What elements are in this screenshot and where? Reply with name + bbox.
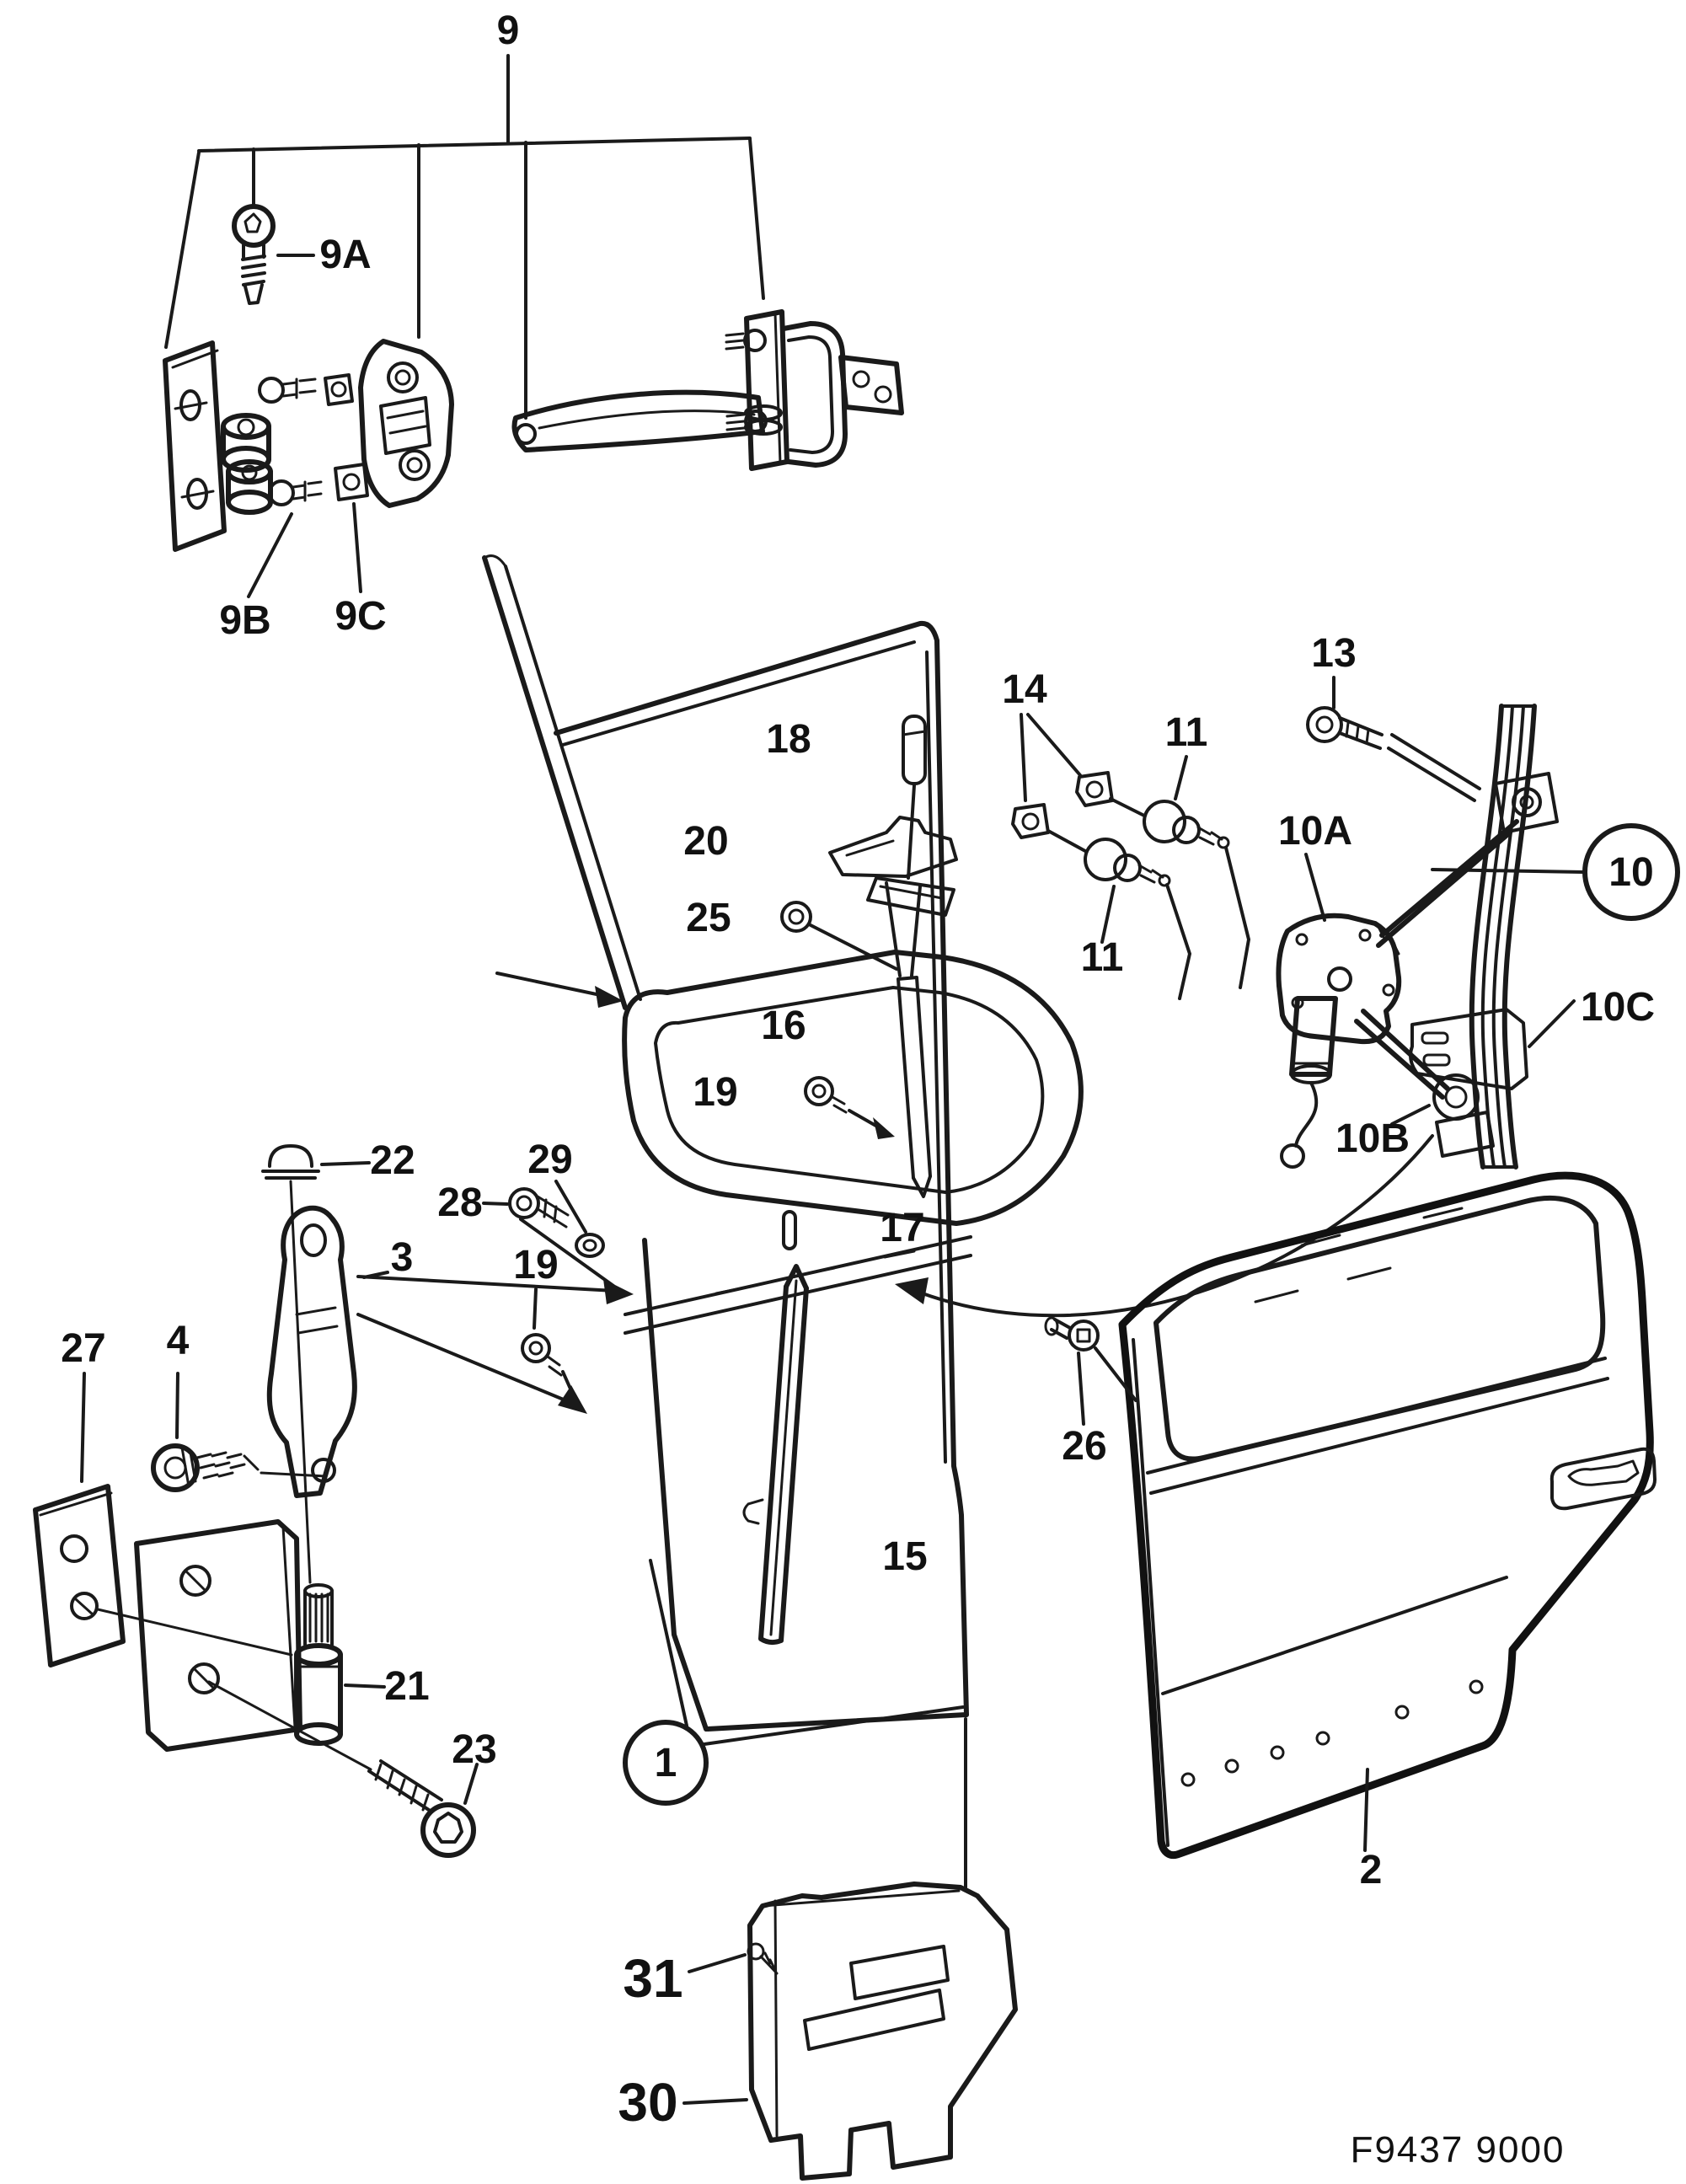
callout-9: 9: [497, 8, 520, 53]
callout-19-window: 19: [693, 1070, 737, 1115]
callout-28: 28: [437, 1180, 482, 1225]
shim-plate-27: [33, 1372, 293, 1667]
screw-19-door: [521, 1287, 563, 1377]
install-arrow-front-pillar: [495, 972, 624, 1008]
upper-hinge-pin-barrels: [221, 413, 273, 515]
callout-2: 2: [1360, 1848, 1383, 1892]
callout-31: 31: [623, 1948, 682, 2009]
callout-11-upper: 11: [1165, 710, 1208, 755]
torx-bolt-9a: [232, 204, 315, 305]
callout-9C: 9C: [335, 594, 386, 639]
glass-clip-20: [828, 816, 958, 977]
lock-module-30: [682, 1882, 1018, 2181]
division-bar-16: [897, 976, 932, 1198]
window-frame: [622, 950, 1084, 1226]
callout-3: 3: [391, 1235, 414, 1280]
window-regulator: [895, 676, 1585, 1318]
callout-27: 27: [61, 1326, 105, 1371]
door-outer-panel: [1118, 1171, 1657, 1860]
torx-screw-23: [207, 1680, 479, 1858]
callout-balloon-10: [1582, 823, 1680, 921]
bolt-28-washer-29: [482, 1180, 605, 1258]
callout-21: 21: [384, 1664, 429, 1709]
glass-run-channel-15: [742, 1264, 809, 1646]
lower-door-hinge-21: [134, 1519, 386, 1752]
screw-31: [688, 1942, 779, 1975]
install-arrows-hinge: [356, 1218, 634, 1414]
callout-17: 17: [880, 1206, 924, 1250]
callout-29: 29: [527, 1138, 572, 1182]
callout-14: 14: [1002, 667, 1047, 712]
inner-door-shell: [482, 554, 969, 1732]
callout-26: 26: [1062, 1424, 1106, 1469]
grommet-25: [780, 901, 898, 971]
callout-18: 18: [766, 717, 811, 762]
callout-10A: 10A: [1278, 809, 1352, 854]
callout-22: 22: [370, 1138, 415, 1183]
bolt-26: [1044, 1316, 1137, 1426]
callout-balloon-1: [623, 1720, 709, 1806]
upper-hinge-plate: [163, 340, 227, 552]
screw-19-window: [804, 1076, 895, 1139]
cap-22: [261, 1144, 371, 1584]
callout-30: 30: [618, 2072, 677, 2133]
callout-9A: 9A: [319, 233, 371, 277]
locating-pin-18: [902, 715, 927, 880]
drawing-number: F9437 9000: [1351, 2129, 1566, 2171]
stud-bolts-11: [1046, 755, 1251, 1000]
callout-1-leaders: [649, 1559, 967, 1889]
socket-bolt-4: [151, 1372, 327, 1492]
callout-10B: 10B: [1335, 1116, 1410, 1161]
callout-15: 15: [882, 1534, 927, 1579]
door-striker-plate: [358, 339, 454, 508]
screw-and-nut-9b-9c: [247, 373, 369, 598]
callout-4: 4: [167, 1319, 190, 1363]
check-strap-bracket: [725, 309, 904, 471]
callout-9B: 9B: [219, 598, 270, 643]
callout-10: 10: [1608, 850, 1653, 895]
callout-9-bracket-lines: [164, 54, 765, 420]
callout-16: 16: [761, 1004, 806, 1048]
callout-20: 20: [683, 819, 728, 864]
pin-17: [782, 1210, 797, 1250]
callout-11-lower: 11: [1081, 935, 1124, 980]
callout-23: 23: [452, 1727, 496, 1772]
callout-19-door: 19: [513, 1243, 558, 1287]
upper-door-hinge-3: [266, 1205, 389, 1498]
nuts-14: [1011, 713, 1114, 839]
callout-10C: 10C: [1581, 985, 1655, 1030]
callout-13: 13: [1311, 631, 1356, 676]
callout-1: 1: [655, 1741, 677, 1785]
callout-25: 25: [686, 896, 731, 940]
